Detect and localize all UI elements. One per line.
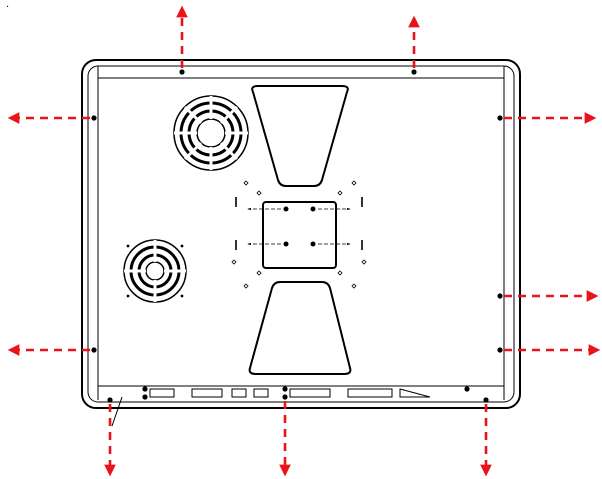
bottom-connector-strip: [111, 388, 431, 427]
vesa-outer-holes: [231, 180, 367, 289]
vesa-bracket-marks: [235, 197, 363, 250]
corner-mark: .: [6, 0, 10, 10]
vesa-screw-1: [283, 206, 289, 212]
screw-points: [91, 69, 503, 403]
fan-grille-small: [123, 239, 187, 303]
vesa-screw-2: [310, 206, 316, 212]
lower-vent-cutout: [248, 281, 352, 375]
vesa-screw-3: [283, 241, 289, 247]
fan-grille-large: [173, 95, 249, 171]
panel-frame: [81, 59, 521, 409]
vesa-screw-4: [310, 241, 316, 247]
vesa-mount-plate: [262, 201, 337, 269]
upper-vent-cutout: [251, 85, 349, 187]
screw-removal-arrows: [7, 5, 601, 477]
vesa-small-arrows: [247, 207, 351, 246]
